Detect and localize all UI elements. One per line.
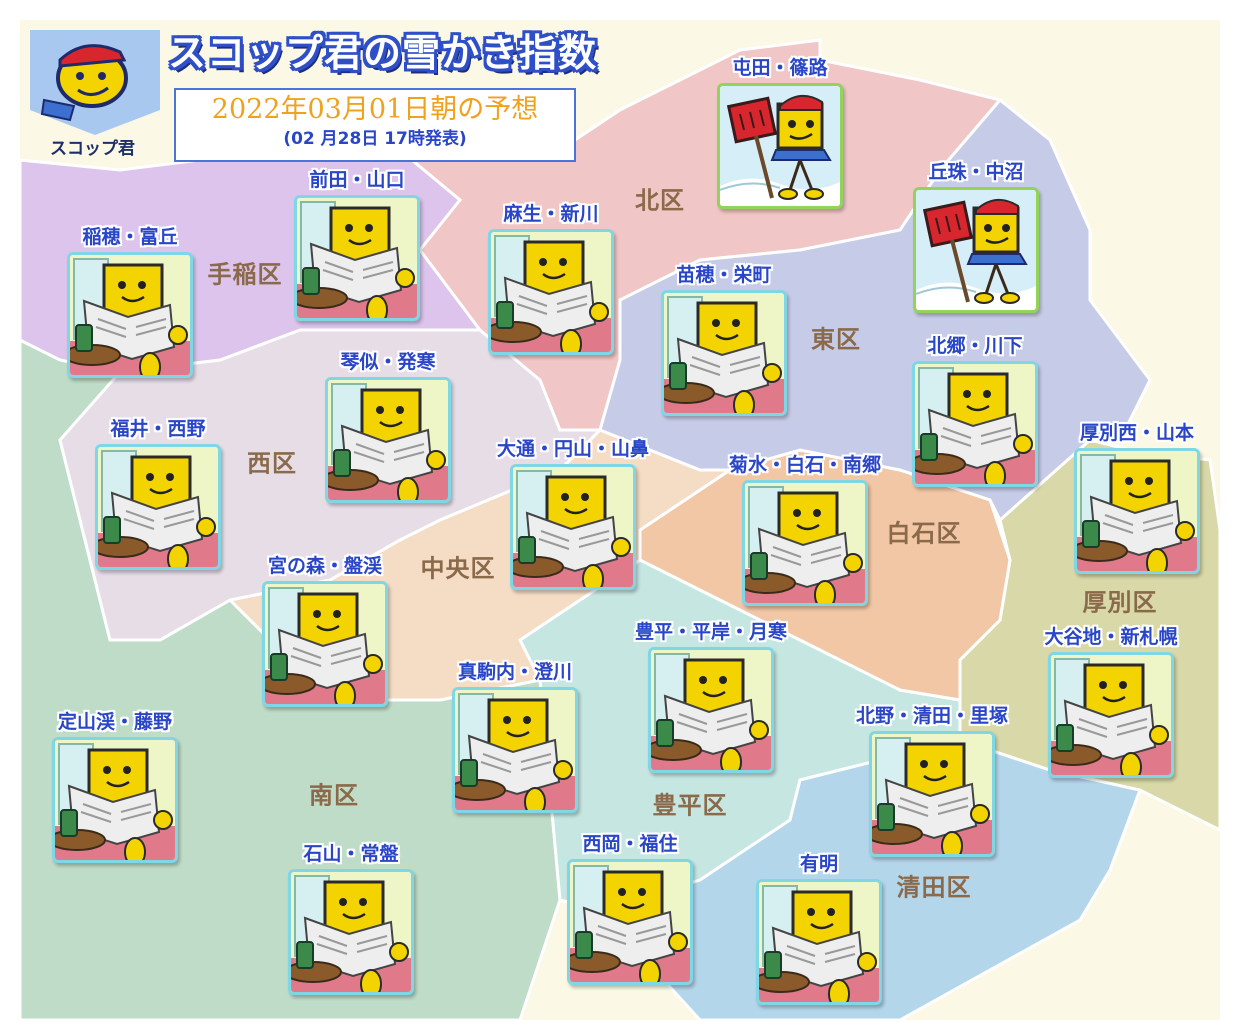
location-name: 西岡・福住 (582, 833, 678, 855)
mascot-reading-newspaper-icon (1074, 448, 1200, 574)
location-jozankei-fujino[interactable]: 定山渓・藤野 (51, 709, 179, 863)
location-oyachi-shinsapporo[interactable]: 大谷地・新札幌 (1044, 624, 1178, 778)
location-okadama-nakanuma[interactable]: 丘珠・中沼 (912, 159, 1040, 313)
location-name: 菊水・白石・南郷 (728, 454, 881, 476)
mascot-caption: スコップ君 (50, 139, 135, 159)
mascot-reading-newspaper-icon (567, 859, 693, 985)
mascot-reading-newspaper-icon (661, 290, 787, 416)
location-atsubetsunishi-yamamoto[interactable]: 厚別西・山本 (1073, 420, 1201, 574)
mascot-reading-newspaper-icon (510, 464, 636, 590)
mascot-reading-newspaper-icon (325, 377, 451, 503)
mascot-reading-newspaper-icon (742, 480, 868, 606)
location-kitano-kiyota-satozuka[interactable]: 北野・清田・里塚 (856, 703, 1008, 857)
issued-time: (02 月28日 17時発表) (283, 129, 467, 149)
location-name: 北野・清田・里塚 (855, 705, 1008, 727)
location-odori-maruyama-yamahana[interactable]: 大通・円山・山鼻 (497, 436, 649, 590)
location-inaho-tomioka[interactable]: 稲穂・富丘 (66, 224, 194, 378)
location-ariake[interactable]: 有明 (755, 851, 883, 1005)
ward-label-kita: 北区 (635, 186, 685, 215)
mascot-reading-newspaper-icon (869, 731, 995, 857)
location-name: 宮の森・盤渓 (267, 555, 382, 577)
location-name: 苗穂・栄町 (676, 264, 772, 286)
mascot-reading-newspaper-icon (95, 444, 221, 570)
mascot-with-shovel-icon (913, 187, 1039, 313)
location-name: 北郷・川下 (927, 335, 1023, 357)
location-name: 福井・西野 (110, 418, 206, 440)
location-name: 石山・常盤 (303, 843, 399, 865)
mascot-reading-newspaper-icon (912, 361, 1038, 487)
ward-label-toyohira: 豊平区 (652, 791, 728, 820)
location-name: 屯田・篠路 (732, 57, 828, 79)
ward-label-higashi: 東区 (811, 325, 861, 354)
location-miyanomori-bankei[interactable]: 宮の森・盤渓 (261, 553, 389, 707)
mascot-reading-newspaper-icon (52, 737, 178, 863)
mascot-reading-newspaper-icon (452, 687, 578, 813)
mascot-reading-newspaper-icon (288, 869, 414, 995)
location-asabu-shinkawa[interactable]: 麻生・新川 (487, 201, 615, 355)
ward-label-atsubetsu: 厚別区 (1082, 588, 1158, 617)
mascot-with-shovel-icon (717, 83, 843, 209)
page-title: スコップ君の雪かき指数 (168, 31, 598, 75)
location-name: 稲穂・富丘 (82, 226, 178, 248)
mascot-reading-newspaper-icon (756, 879, 882, 1005)
mascot-reading-newspaper-icon (67, 252, 193, 378)
location-nishioka-fukuzumi[interactable]: 西岡・福住 (566, 831, 694, 985)
ward-label-nishi: 西区 (247, 449, 297, 478)
location-name: 真駒内・澄川 (457, 661, 572, 683)
location-kotoni-hassamu[interactable]: 琴似・発寒 (324, 349, 452, 503)
location-name: 厚別西・山本 (1079, 422, 1194, 444)
location-name: 大通・円山・山鼻 (496, 438, 649, 460)
location-ishiyama-tokiwa[interactable]: 石山・常盤 (287, 841, 415, 995)
location-name: 豊平・平岸・月寒 (634, 621, 787, 643)
location-name: 琴似・発寒 (340, 351, 436, 373)
location-tonden-shinoro[interactable]: 屯田・篠路 (716, 55, 844, 209)
scoop-kun-logo-icon (30, 30, 160, 135)
mascot-reading-newspaper-icon (1048, 652, 1174, 778)
mascot-reading-newspaper-icon (262, 581, 388, 707)
mascot-reading-newspaper-icon (294, 195, 420, 321)
location-kitago-kawashimo[interactable]: 北郷・川下 (911, 333, 1039, 487)
location-name: 大谷地・新札幌 (1044, 626, 1178, 648)
location-makomanai-sumikawa[interactable]: 真駒内・澄川 (451, 659, 579, 813)
ward-label-minami: 南区 (309, 781, 359, 810)
ward-label-shiroishi: 白石区 (886, 519, 962, 548)
ward-label-kiyota: 清田区 (896, 873, 972, 902)
location-name: 定山渓・藤野 (57, 711, 172, 733)
location-fukui-nishino[interactable]: 福井・西野 (94, 416, 222, 570)
forecast-header: 2022年03月01日朝の予想 (02 月28日 17時発表) (174, 88, 576, 162)
location-maeda-yamaguchi[interactable]: 前田・山口 (293, 167, 421, 321)
mascot-reading-newspaper-icon (648, 647, 774, 773)
location-name: 有明 (799, 853, 838, 875)
location-name: 麻生・新川 (503, 203, 599, 225)
location-name: 丘珠・中沼 (928, 161, 1024, 183)
location-name: 前田・山口 (309, 169, 405, 191)
location-kikusui-shiroishi-nango[interactable]: 菊水・白石・南郷 (729, 452, 881, 606)
location-toyohira-hiragishi-tsukisamu[interactable]: 豊平・平岸・月寒 (635, 619, 787, 773)
location-naebo-sakaemachi[interactable]: 苗穂・栄町 (660, 262, 788, 416)
ward-label-teine: 手稲区 (207, 260, 283, 289)
forecast-date: 2022年03月01日朝の予想 (211, 94, 539, 125)
ward-label-chuo: 中央区 (420, 554, 496, 583)
mascot-reading-newspaper-icon (488, 229, 614, 355)
